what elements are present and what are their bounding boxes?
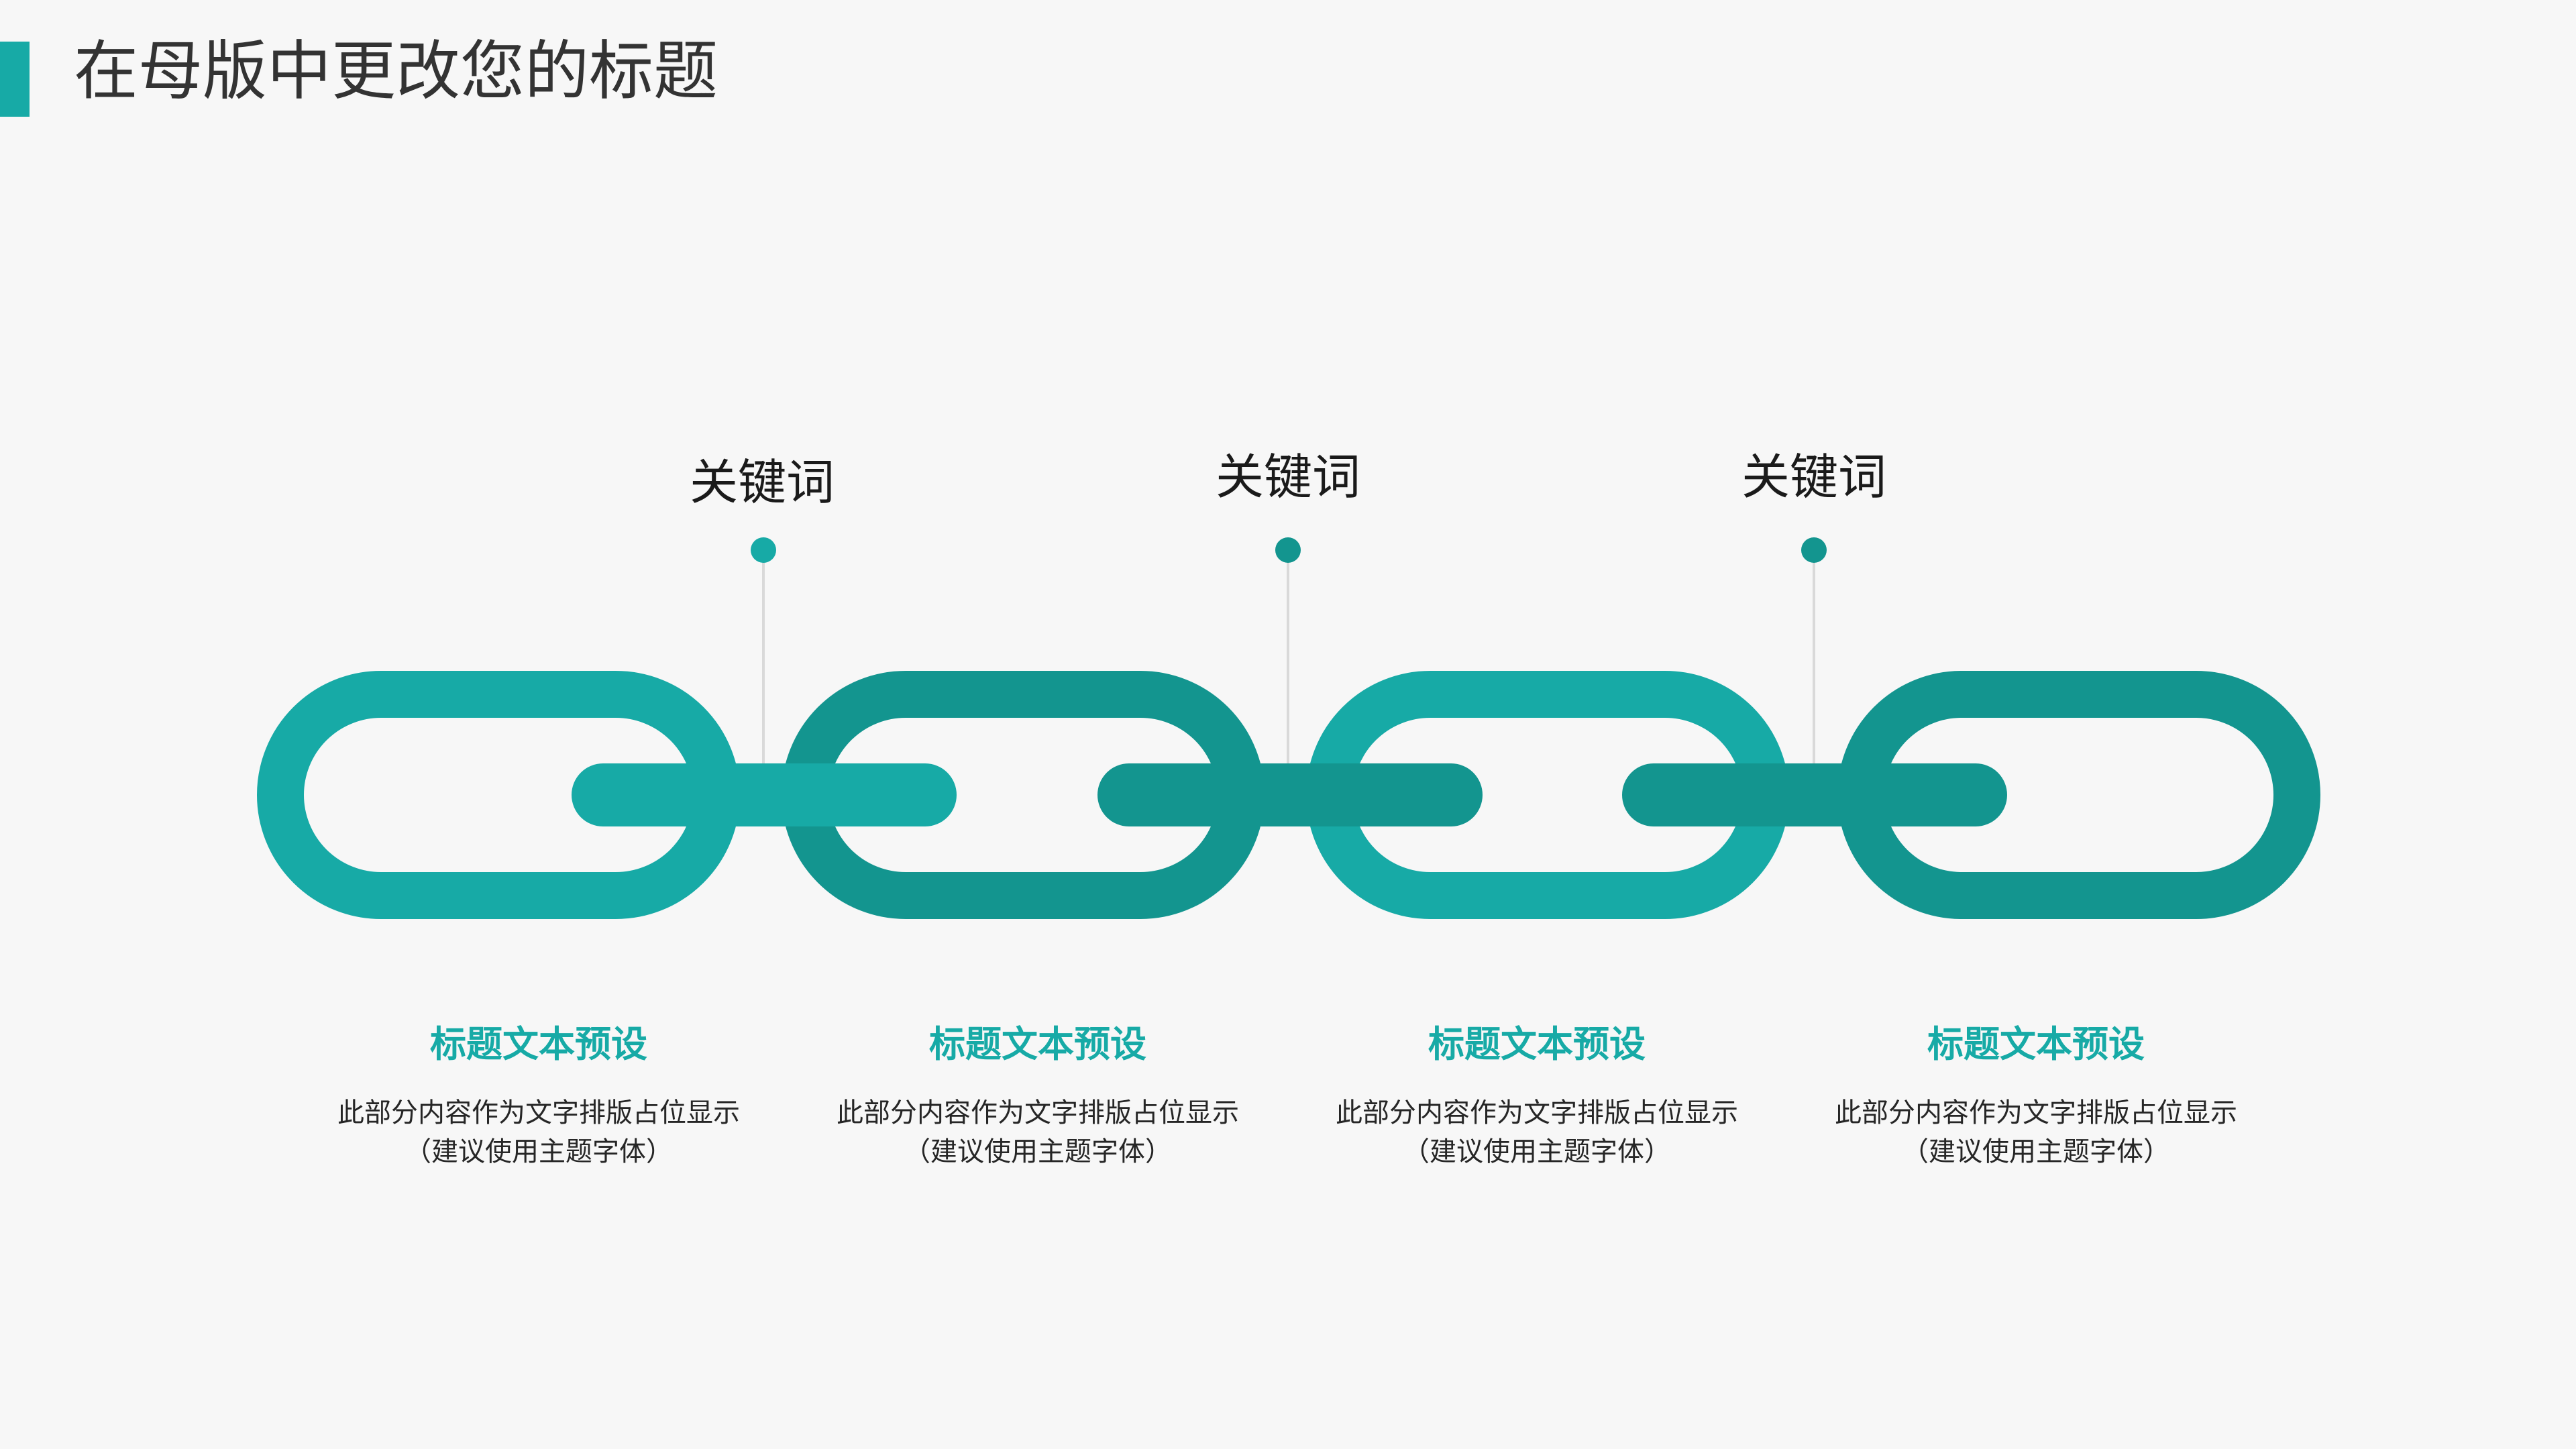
step-title-4: 标题文本预设 bbox=[1927, 1023, 2145, 1065]
step-desc-line1-4: 此部分内容作为文字排版占位显示 bbox=[1835, 1097, 2237, 1128]
keyword-label-1: 关键词 bbox=[689, 454, 835, 511]
page-title: 在母版中更改您的标题 bbox=[74, 34, 718, 109]
keyword-dot-3 bbox=[1801, 537, 1827, 563]
chain-bar-3 bbox=[1622, 763, 2007, 826]
step-desc-line2-1: （建议使用主题字体） bbox=[405, 1136, 673, 1167]
step-title-1: 标题文本预设 bbox=[430, 1023, 647, 1065]
step-title-2: 标题文本预设 bbox=[929, 1023, 1146, 1065]
chain-bar-2 bbox=[1097, 763, 1483, 826]
keyword-dot-2 bbox=[1275, 537, 1301, 563]
keyword-dot-1 bbox=[751, 537, 776, 563]
step-desc-line1-2: 此部分内容作为文字排版占位显示 bbox=[837, 1097, 1239, 1128]
step-desc-line2-3: （建议使用主题字体） bbox=[1403, 1136, 1671, 1167]
keyword-label-3: 关键词 bbox=[1741, 449, 1886, 505]
step-desc-line2-4: （建议使用主题字体） bbox=[1902, 1136, 2170, 1167]
step-title-3: 标题文本预设 bbox=[1428, 1023, 1646, 1065]
chain-bar-1 bbox=[572, 763, 957, 826]
title-accent-bar bbox=[0, 42, 30, 117]
keyword-label-2: 关键词 bbox=[1215, 449, 1360, 505]
step-desc-line1-3: 此部分内容作为文字排版占位显示 bbox=[1336, 1097, 1738, 1128]
step-desc-line1-1: 此部分内容作为文字排版占位显示 bbox=[337, 1097, 740, 1128]
step-desc-line2-2: （建议使用主题字体） bbox=[904, 1136, 1172, 1167]
